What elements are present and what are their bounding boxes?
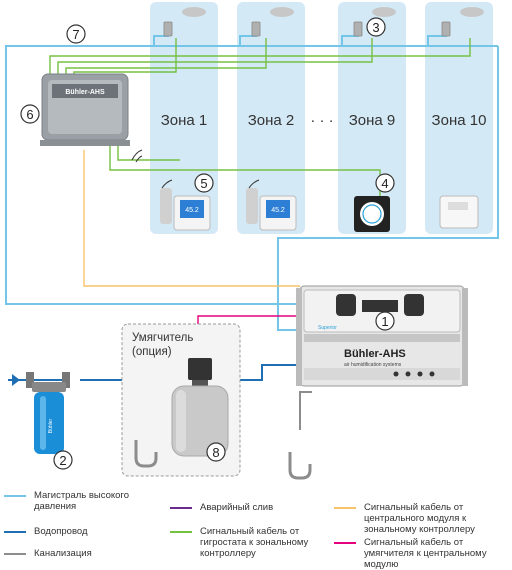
legend-swatch [170,507,192,509]
legend-item-water-supply: Водопровод [4,526,164,537]
legend-item-high-pressure: Магистраль высокого давления [4,490,164,512]
legend-item-hygrostat-cable: Сигнальный кабель от гигростата к зональ… [170,526,330,559]
zone-panel-2 [237,2,305,234]
legend-label: Сигнальный кабель от гигростата к зональ… [200,526,309,559]
svg-text:Bühler: Bühler [48,418,54,433]
zone-ellipsis: · · · [310,112,333,129]
legend-swatch [4,495,26,497]
legend: Магистраль высокого давления Водопровод … [0,484,512,570]
central-signal-cable [83,150,300,287]
water-softener [171,358,229,457]
legend-label: Водопровод [34,526,88,537]
wireless-icon [131,149,260,189]
callout-5: 5 [200,176,207,191]
legend-label: Аварийный слив [200,502,274,513]
zone-label-10: Зона 10 [432,112,487,129]
legend-swatch [334,542,356,544]
hygrostat-zone-10 [439,195,479,229]
zone-label-2: Зона 2 [248,112,295,129]
softener-label-2: (опция) [132,346,172,358]
callout-6: 6 [26,107,33,122]
callouts [20,17,395,470]
module-siphon [288,452,312,480]
central-module-model: Superior [318,325,337,331]
legend-item-softener-cable: Сигнальный кабель от умягчителя к центра… [334,537,508,570]
hygrostat-zone-9 [354,196,390,232]
legend-item-sewer: Канализация [4,548,164,559]
central-module-tagline: air humidification systems [344,362,402,368]
callout-7: 7 [72,27,79,42]
hygrostat-zone-2: 45.2 [246,188,297,231]
central-module-brand: Bühler-AHS [344,348,406,360]
legend-label: Сигнальный кабель от центрального модуля… [364,502,475,535]
legend-item-emergency-drain: Аварийный слив [170,502,320,513]
water-filter: Bühler [12,372,70,454]
legend-label: Сигнальный кабель от умягчителя к центра… [364,537,487,570]
callout-3: 3 [372,20,379,35]
zone-label-9: Зона 9 [349,112,396,129]
hygrostat-display-1: 45.2 [185,207,199,214]
legend-swatch [334,507,356,509]
softener-label-1: Умягчитель [132,332,193,344]
legend-label: Магистраль высокого давления [34,490,129,512]
zone-controller: Bühler-AHS [40,73,130,146]
zone-controller-brand: Bühler-AHS [65,89,105,96]
hygrostat-zone-1: 45.2 [160,188,211,231]
central-module: Bühler-AHS air humidification systems Su… [296,285,468,387]
legend-label: Канализация [34,548,92,559]
callout-8: 8 [212,445,219,460]
callout-1: 1 [381,314,388,329]
legend-swatch [4,553,26,555]
callout-2: 2 [59,453,66,468]
callout-4: 4 [381,176,388,191]
softener-siphon [134,440,158,468]
nozzle-spray [182,7,484,17]
legend-swatch [4,531,26,533]
hygrostat-display-2: 45.2 [271,207,285,214]
zone-panel-10 [425,2,493,234]
legend-item-central-cable: Сигнальный кабель от центрального модуля… [334,502,508,535]
zone-label-1: Зона 1 [161,112,208,129]
nozzles [163,21,451,37]
legend-swatch [170,531,192,533]
